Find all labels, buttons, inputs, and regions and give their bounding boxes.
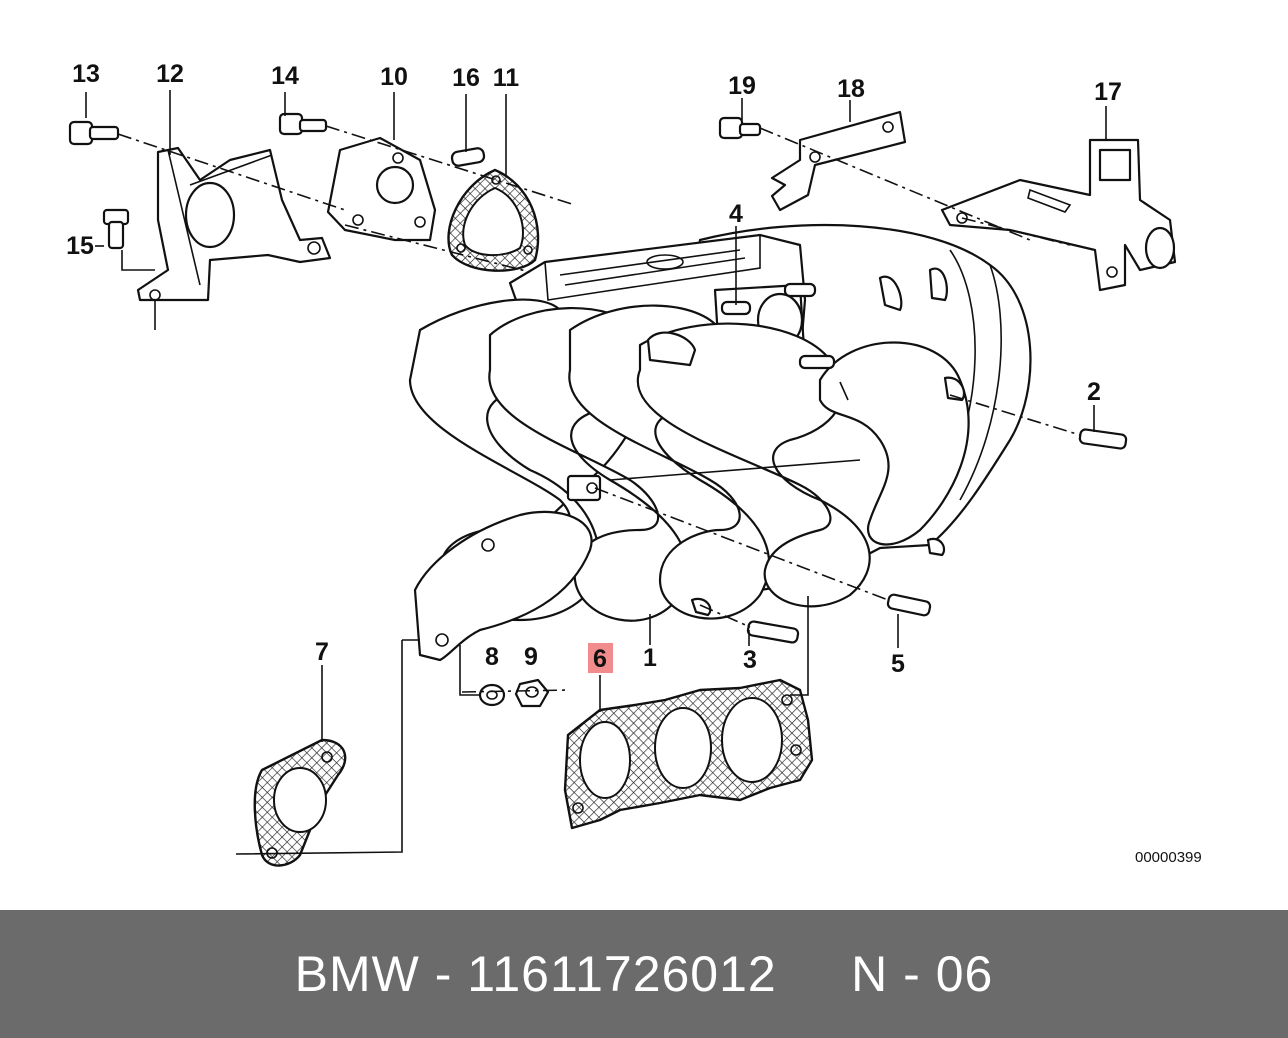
bracket-part-18 xyxy=(770,110,907,212)
flange-part-10 xyxy=(326,136,437,242)
stud-part-3 xyxy=(746,620,800,644)
callout-2: 2 xyxy=(1087,378,1101,406)
callout-labels: 13 12 14 10 16 11 15 19 18 17 4 2 5 3 1 … xyxy=(66,60,1202,866)
callout-5: 5 xyxy=(891,650,905,678)
part-number-footer: BMW - 11611726012 N - 06 xyxy=(0,910,1288,1038)
bracket-part-17 xyxy=(940,138,1177,292)
screw-part-19 xyxy=(718,116,762,140)
diagram-reference-code: 00000399 xyxy=(1135,849,1202,866)
exhaust-manifold-part xyxy=(408,223,1032,662)
screw-part-13 xyxy=(68,120,120,146)
part-number-text: BMW - 11611726012 N - 06 xyxy=(294,946,994,1002)
callout-12: 12 xyxy=(156,60,184,88)
callout-14: 14 xyxy=(271,62,299,90)
exploded-parts-diagram: 13 12 14 10 16 11 15 19 18 17 4 2 5 3 1 … xyxy=(66,60,1202,867)
washer-part-8 xyxy=(478,683,506,707)
callout-1: 1 xyxy=(643,644,657,672)
callout-3: 3 xyxy=(743,646,757,674)
callout-6: 6 xyxy=(593,645,607,673)
gasket-part-7 xyxy=(253,738,347,867)
screw-part-15 xyxy=(102,208,130,250)
callout-8: 8 xyxy=(485,643,499,671)
callout-15: 15 xyxy=(66,232,94,260)
callout-10: 10 xyxy=(380,63,408,91)
pin-part-16 xyxy=(450,147,486,167)
gasket-part-11 xyxy=(447,168,540,272)
bracket-part-12 xyxy=(136,146,332,302)
stud-part-5 xyxy=(886,593,932,617)
callout-18: 18 xyxy=(837,75,865,103)
callout-13: 13 xyxy=(72,60,100,88)
callout-16: 16 xyxy=(452,64,480,92)
screw-part-14 xyxy=(278,112,328,136)
callout-6-highlight xyxy=(588,643,613,673)
callout-9: 9 xyxy=(524,643,538,671)
stud-part-2 xyxy=(1078,428,1128,450)
callout-7: 7 xyxy=(315,638,329,666)
nut-part-9 xyxy=(514,678,550,708)
callout-11: 11 xyxy=(493,64,520,92)
leader-lines xyxy=(85,90,1107,855)
callout-19: 19 xyxy=(728,72,756,100)
callout-17: 17 xyxy=(1094,78,1122,106)
gasket-part-6 xyxy=(563,678,814,830)
callout-4: 4 xyxy=(729,200,743,228)
